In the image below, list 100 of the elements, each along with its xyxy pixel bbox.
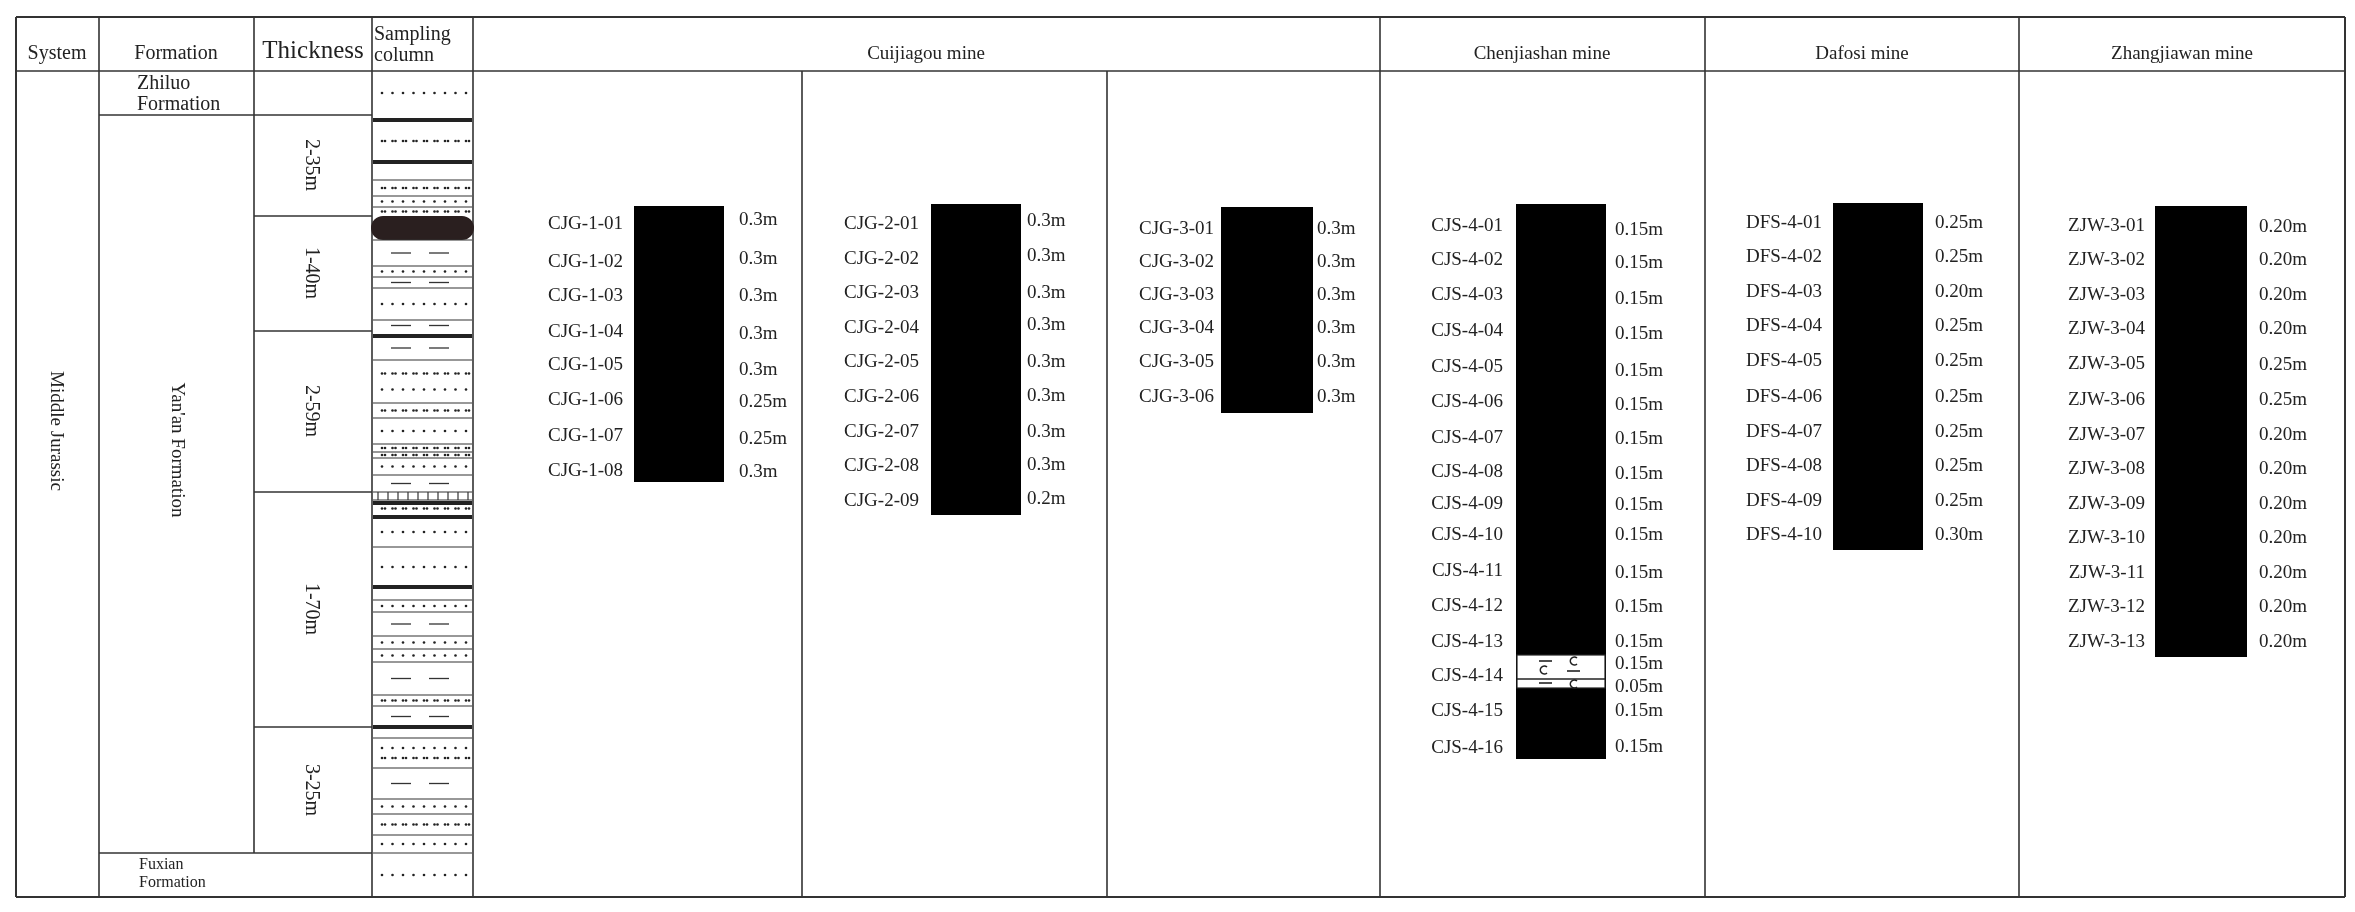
- column-header: Thickness: [262, 36, 364, 62]
- sample-thickness: 0.25m: [1935, 489, 1984, 509]
- sample-id: CJG-2-01: [844, 212, 919, 232]
- thickness-value: 1-40m: [303, 246, 323, 300]
- sample-thickness: 0.3m: [739, 208, 778, 228]
- sample-id: ZJW-3-12: [2067, 595, 2145, 615]
- sample-id: ZJW-3-05: [2067, 352, 2145, 372]
- column-header: Sampling column: [374, 23, 452, 65]
- sample-id: CJS-4-02: [1431, 248, 1503, 268]
- sample-thickness: 0.15m: [1615, 251, 1664, 271]
- sample-thickness: 0.3m: [1027, 244, 1066, 264]
- sample-thickness: 0.20m: [2259, 595, 2308, 615]
- column-header: Cuijiagou mine: [867, 42, 985, 62]
- formation-name: Yan'an Formation: [168, 382, 188, 518]
- sample-id: CJS-4-03: [1431, 283, 1503, 303]
- sample-thickness: 0.20m: [2259, 215, 2308, 235]
- sample-thickness: 0.25m: [1935, 314, 1984, 334]
- sample-thickness: 0.15m: [1615, 287, 1664, 307]
- sample-id: CJS-4-10: [1431, 523, 1503, 543]
- sample-id: CJG-2-06: [844, 385, 919, 405]
- sample-thickness: 0.3m: [1027, 281, 1066, 301]
- formation-name: Zhiluo Formation: [137, 72, 222, 114]
- sample-thickness: 0.25m: [1935, 385, 1984, 405]
- sample-thickness: 0.15m: [1615, 462, 1664, 482]
- sample-id: DFS-4-01: [1746, 211, 1822, 231]
- sample-id: CJG-1-04: [548, 320, 623, 340]
- sample-id: CJG-1-02: [548, 250, 623, 270]
- sample-id: CJG-1-05: [548, 353, 623, 373]
- sample-id: ZJW-3-01: [2067, 214, 2145, 234]
- sample-id: DFS-4-06: [1746, 385, 1822, 405]
- sample-thickness: 0.15m: [1615, 218, 1664, 238]
- sample-thickness: 0.3m: [1027, 313, 1066, 333]
- sample-id: CJS-4-09: [1431, 492, 1503, 512]
- sample-id: CJG-1-07: [548, 424, 623, 444]
- sample-thickness: 0.15m: [1615, 735, 1664, 755]
- sample-thickness: 0.3m: [1027, 384, 1066, 403]
- sample-thickness: 0.25m: [1935, 349, 1984, 369]
- sample-id: CJS-4-16: [1431, 737, 1503, 756]
- sample-id: CJG-2-02: [844, 247, 919, 267]
- sample-id: ZJW-3-04: [2067, 317, 2145, 337]
- sample-thickness: 0.15m: [1615, 360, 1664, 379]
- sample-thickness: 0.20m: [2259, 561, 2308, 581]
- sample-thickness: 0.3m: [1317, 385, 1356, 405]
- sample-thickness: 0.3m: [1317, 283, 1356, 303]
- sample-id: CJG-1-08: [548, 459, 623, 479]
- sample-id: ZJW-3-06: [2067, 388, 2145, 408]
- sample-thickness: 0.20m: [2259, 423, 2308, 443]
- sample-id: CJG-2-03: [844, 281, 919, 301]
- sample-thickness: 0.15m: [1615, 630, 1664, 650]
- sample-thickness: 0.3m: [739, 322, 778, 342]
- sample-thickness: 0.3m: [739, 460, 778, 480]
- column-header: Chenjiashan mine: [1473, 42, 1611, 62]
- coal-seam-bar: [2155, 206, 2247, 657]
- sample-id: DFS-4-10: [1746, 523, 1822, 543]
- sample-id: DFS-4-09: [1746, 489, 1822, 509]
- sample-thickness: 0.20m: [2259, 317, 2308, 337]
- sample-id: CJS-4-05: [1431, 355, 1503, 375]
- column-header: System: [27, 42, 87, 62]
- sample-thickness: 0.30m: [1935, 523, 1984, 543]
- sample-id: CJS-4-01: [1431, 214, 1503, 234]
- sample-id: CJS-4-14: [1431, 664, 1503, 684]
- sample-thickness: 0.20m: [2259, 283, 2308, 303]
- sample-id: CJG-2-04: [844, 316, 919, 336]
- coal-seam-bar: [634, 206, 724, 482]
- sample-thickness: 0.3m: [739, 284, 778, 304]
- sample-thickness: 0.3m: [1027, 350, 1066, 370]
- sample-id: CJG-3-02: [1139, 250, 1214, 270]
- sample-id: ZJW-3-08: [2067, 457, 2145, 477]
- sample-thickness: 0.20m: [1935, 280, 1984, 300]
- sample-thickness: 0.20m: [2259, 457, 2308, 477]
- sample-id: ZJW-3-07: [2067, 423, 2145, 443]
- sample-thickness: 0.25m: [2259, 353, 2308, 373]
- sample-thickness: 0.05m: [1615, 675, 1664, 695]
- sample-thickness: 0.2m: [1027, 487, 1066, 507]
- sample-id: CJS-4-11: [1431, 559, 1503, 579]
- sample-id: DFS-4-07: [1746, 420, 1822, 440]
- sample-id: ZJW-3-10: [2067, 526, 2145, 546]
- sample-thickness: 0.20m: [2259, 630, 2308, 650]
- sample-id: CJS-4-06: [1431, 390, 1503, 410]
- thickness-value: 2-35m: [303, 138, 323, 192]
- sample-id: CJG-3-01: [1139, 217, 1214, 237]
- sample-thickness: 0.25m: [1935, 211, 1984, 231]
- sample-id: CJS-4-13: [1431, 630, 1503, 650]
- sample-id: CJS-4-15: [1431, 699, 1503, 719]
- sample-thickness: 0.3m: [1317, 250, 1356, 270]
- sample-thickness: 0.25m: [1935, 245, 1984, 265]
- sample-thickness: 0.15m: [1615, 523, 1664, 543]
- sample-thickness: 0.15m: [1615, 595, 1664, 615]
- sample-id: CJG-2-09: [844, 489, 919, 509]
- sample-id: CJS-4-12: [1431, 594, 1503, 614]
- sample-id: CJG-2-05: [844, 350, 919, 370]
- sample-id: CJG-3-06: [1139, 385, 1214, 405]
- sample-id: ZJW-3-13: [2067, 630, 2145, 650]
- sample-thickness: 0.3m: [1317, 217, 1356, 237]
- thickness-value: 3-25m: [303, 763, 323, 817]
- column-header: Zhangjiawan mine: [2111, 42, 2253, 62]
- sample-id: CJG-2-07: [844, 420, 919, 440]
- thickness-value: 1-70m: [303, 582, 323, 636]
- sample-thickness: 0.20m: [2259, 492, 2308, 512]
- sample-thickness: 0.3m: [1317, 350, 1356, 370]
